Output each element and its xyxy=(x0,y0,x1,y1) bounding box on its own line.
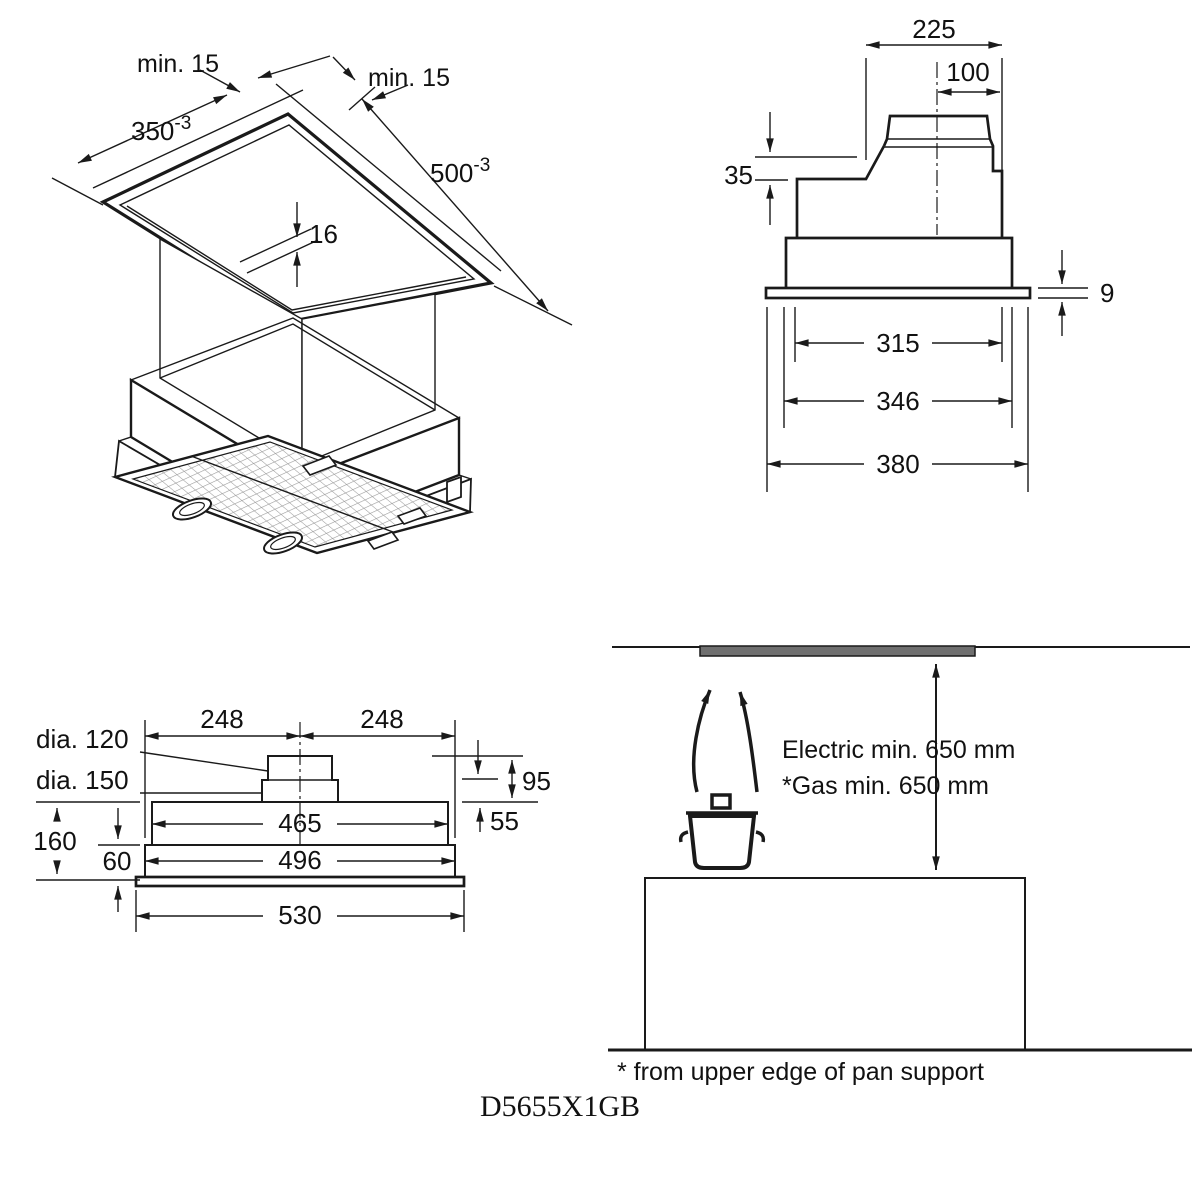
dim-cutout-width-value: 350 xyxy=(131,116,174,146)
filter-seam xyxy=(190,455,394,533)
lower-body-outline xyxy=(784,236,1014,288)
dim-plate-width: 530 xyxy=(278,900,321,930)
lamp-right xyxy=(262,531,304,555)
dim-lower-width: 496 xyxy=(278,845,321,875)
dim-duct-diameter-base: dia. 150 xyxy=(36,765,129,795)
duct-spigot-outline xyxy=(882,114,1004,238)
upper-body-outline xyxy=(795,145,886,238)
flush-hood-panel xyxy=(699,645,976,657)
dim-cutout-depth-value: 500 xyxy=(430,158,473,188)
dim-cutout-depth: 500-3 xyxy=(430,155,490,188)
dim-min15-right: min. 15 xyxy=(368,64,450,92)
installation-clearance-view: Electric min. 650 mm *Gas min. 650 mm xyxy=(608,645,1192,1052)
dim-top-width: 225 xyxy=(912,14,955,44)
model-number: D5655X1GB xyxy=(480,1090,640,1123)
side-latch xyxy=(446,475,462,504)
dim-half-width-left: 248 xyxy=(200,704,243,734)
dim-cutout-width: 350-3 xyxy=(131,113,191,146)
gas-clearance-label: *Gas min. 650 mm xyxy=(782,772,989,800)
filter-clip-3 xyxy=(366,531,400,550)
steam-arrow-left xyxy=(691,689,712,793)
pot-icon xyxy=(678,793,766,870)
dim-duct-height: 95 xyxy=(522,766,551,796)
dim-protrusion: 35 xyxy=(724,160,753,190)
dim-half-width-right: 248 xyxy=(360,704,403,734)
dim-duct-diameter-top: dia. 120 xyxy=(36,724,129,754)
dim-mid-width: 346 xyxy=(876,386,919,416)
dim-body-width: 465 xyxy=(278,808,321,838)
dim-flange-thickness: 9 xyxy=(1100,278,1114,308)
dim-lower-height: 60 xyxy=(103,846,132,876)
dim-panel-thickness: 16 xyxy=(309,219,338,249)
dim-duct-offset: 100 xyxy=(946,57,989,87)
dim-outer-width: 380 xyxy=(876,449,919,479)
dim-min15-left: min. 15 xyxy=(137,50,219,78)
cutout-isometric-view: min. 15 min. 15 350-3 500-3 16 xyxy=(51,50,573,326)
hood-isometric-view xyxy=(111,237,474,555)
dim-cutout-width-tolerance: -3 xyxy=(174,113,191,134)
dim-cutout-depth-tolerance: -3 xyxy=(473,155,490,176)
lamp-left xyxy=(171,497,213,521)
dim-inner-width: 315 xyxy=(876,328,919,358)
electric-clearance-label: Electric min. 650 mm xyxy=(782,736,1015,764)
dim-total-height: 160 xyxy=(33,826,76,856)
hood-housing-right-face xyxy=(301,293,436,466)
base-plate xyxy=(134,875,466,888)
side-elevation-view: 248 248 dia. 120 dia. 150 95 55 160 60 4… xyxy=(33,704,551,932)
steam-arrow-right xyxy=(738,691,759,793)
worktop xyxy=(644,877,1026,1050)
footnote: * from upper edge of pan support xyxy=(617,1058,984,1086)
filter-clip-2 xyxy=(396,507,428,525)
front-elevation-view: 225 100 35 9 315 346 380 xyxy=(724,14,1114,492)
dim-shoulder-height: 55 xyxy=(490,806,519,836)
ceiling-flange xyxy=(764,286,1032,300)
filter-clip-1 xyxy=(301,455,338,476)
